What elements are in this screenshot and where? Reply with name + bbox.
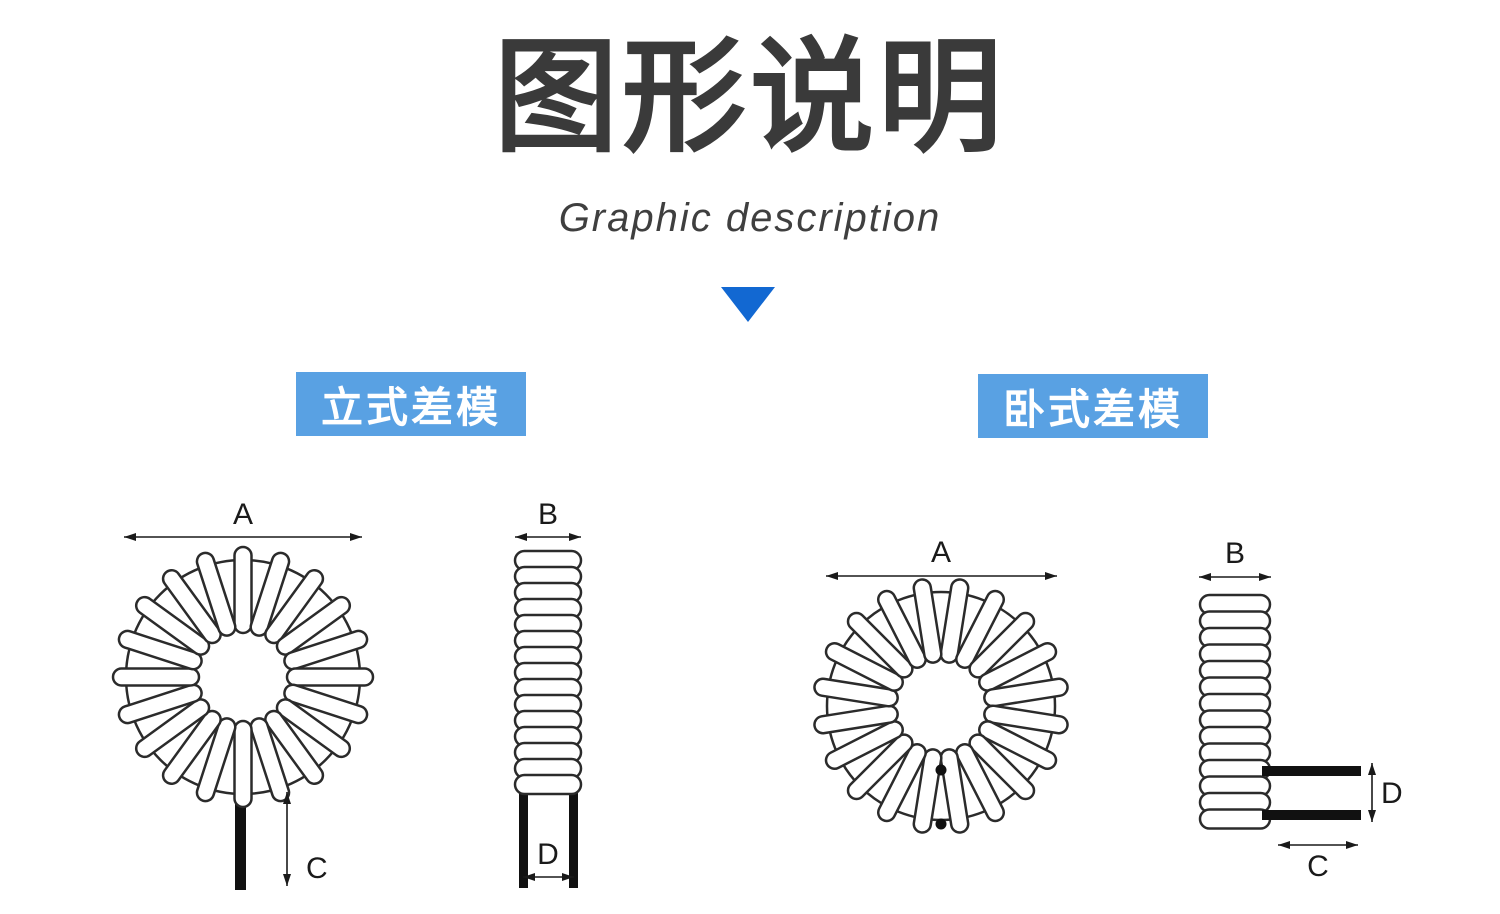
- side-view-left-leg: [519, 780, 528, 888]
- down-triangle-icon: [721, 287, 775, 322]
- dim-label-d-horizontal: D: [1381, 777, 1403, 810]
- side-view-winding-ribs: [1198, 593, 1272, 830]
- toroid-core-and-windings: [111, 545, 375, 809]
- dim-label-a-vertical: A: [233, 498, 253, 531]
- vertical-toroid-front-view: [111, 545, 375, 890]
- dim-label-b-horizontal: B: [1225, 537, 1245, 570]
- section-label-vertical-mode: 立式差模: [296, 372, 526, 436]
- toroid-core-and-windings: [813, 578, 1069, 834]
- dim-label-d-vertical: D: [537, 838, 559, 871]
- vertical-toroid-side-view: [513, 549, 583, 888]
- lead-end-dot-bottom: [935, 818, 947, 830]
- side-view-winding-ribs: [513, 549, 583, 796]
- horizontal-toroid-front-view: [813, 578, 1069, 834]
- dim-label-a-horizontal: A: [931, 536, 951, 569]
- horizontal-lead-bottom: [1262, 810, 1361, 820]
- lead-end-dot-top: [935, 764, 947, 776]
- dim-label-c-horizontal: C: [1307, 850, 1329, 883]
- horizontal-toroid-side-view: [1198, 593, 1361, 830]
- dim-label-c-vertical: C: [306, 852, 328, 885]
- section-label-horizontal-mode: 卧式差模: [978, 374, 1208, 438]
- side-view-right-leg: [569, 780, 578, 888]
- horizontal-lead-top: [1262, 766, 1361, 776]
- page-subtitle: Graphic description: [558, 196, 942, 240]
- dim-label-b-vertical: B: [538, 498, 558, 531]
- page-title: 图形说明: [493, 29, 1006, 167]
